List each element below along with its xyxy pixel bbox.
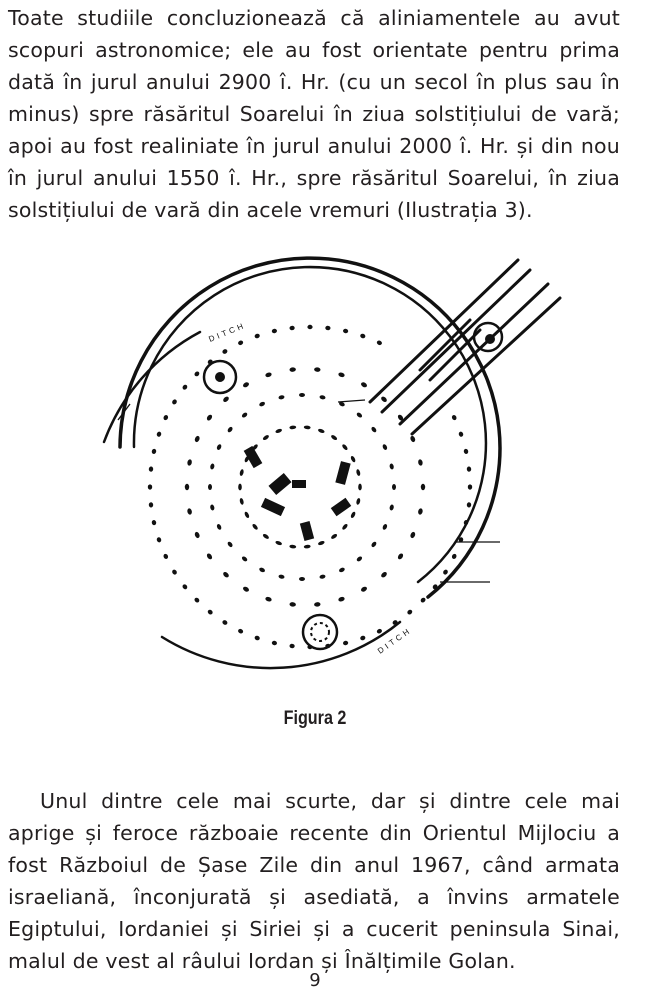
station-mound-south — [301, 613, 339, 651]
sarsen-circle — [238, 425, 362, 549]
y-holes-ring — [184, 367, 426, 607]
central-horseshoe-stones — [243, 445, 352, 541]
figure-caption: Figura 2 — [283, 708, 347, 729]
avenue-banks — [368, 258, 562, 436]
paragraph-bottom: Unul dintre cele mai scurte, dar și dint… — [8, 789, 620, 973]
paragraph-top: Toate studiile concluzionează că aliniam… — [8, 6, 620, 222]
page-number: 9 — [309, 970, 321, 991]
aubrey-holes-ring — [147, 324, 473, 650]
callout-lines — [117, 399, 500, 583]
z-holes-ring — [208, 393, 396, 581]
station-mound-north — [202, 359, 238, 395]
outer-ditch-ring — [102, 256, 502, 670]
ditch-label-top: DITCH — [207, 321, 247, 344]
stonehenge-plan-drawing: DITCH DITCH — [102, 256, 562, 670]
avenue-stone-circle — [472, 321, 504, 353]
